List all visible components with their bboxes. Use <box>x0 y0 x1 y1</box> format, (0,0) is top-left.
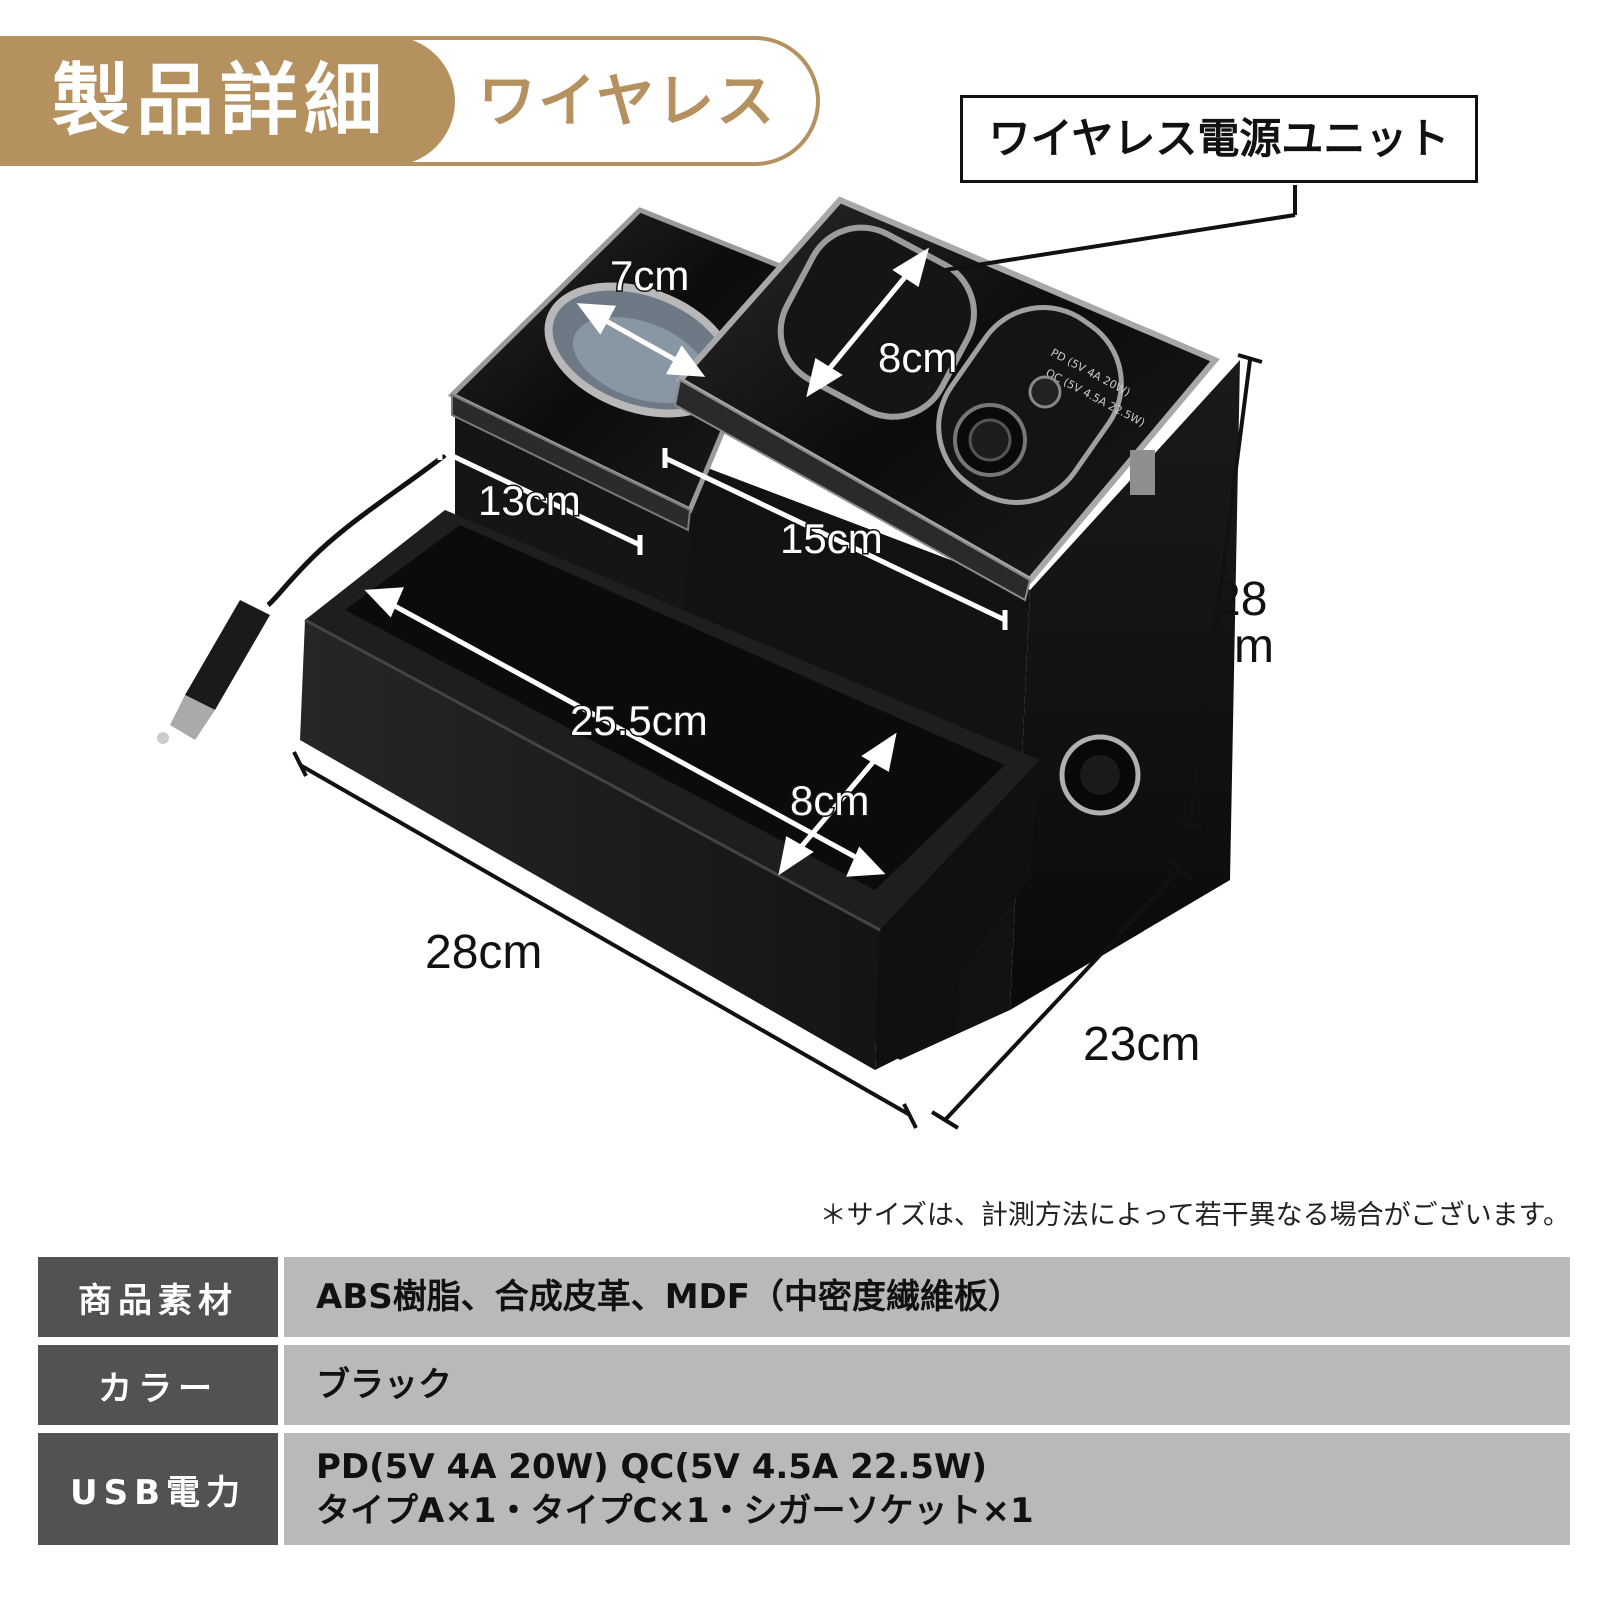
spec-label: カラー <box>38 1345 278 1425</box>
wireless-unit-callout: ワイヤレス電源ユニット <box>960 95 1478 183</box>
dim-tray-depth: 8cm <box>790 777 869 824</box>
dim-wireless-pad: 8cm <box>878 334 957 381</box>
dim-height-unit: cm <box>1210 620 1274 673</box>
spec-value: PD(5V 4A 20W) QC(5V 4.5A 22.5W) タイプA×1・タ… <box>284 1433 1570 1545</box>
dimension-arrows <box>364 247 1008 877</box>
tray-front-wall <box>300 620 880 1070</box>
dim-right-top-width: 15cm <box>780 515 883 562</box>
spec-row-color: カラー ブラック <box>38 1345 1570 1425</box>
spec-value-line: PD(5V 4A 20W) QC(5V 4.5A 22.5W) <box>316 1447 988 1487</box>
dim-total-width: 28cm <box>425 926 542 979</box>
header-title-tab <box>0 36 455 166</box>
spec-label: USB電力 <box>38 1433 278 1545</box>
spec-row-material: 商品素材 ABS樹脂、合成皮革、MDF（中密度繊維板） <box>38 1257 1570 1337</box>
dim-height-value: 28 <box>1214 573 1267 626</box>
page-title: 製品詳細 <box>52 56 389 146</box>
page-subtitle: ワイヤレス <box>478 67 777 135</box>
spec-value: ABS樹脂、合成皮革、MDF（中密度繊維板） <box>284 1257 1570 1337</box>
outer-dimensions <box>292 185 1297 1130</box>
header-subtitle-tab <box>390 36 820 166</box>
box-side <box>1010 360 1240 1010</box>
product-illustration: PD (5V 4A 20W) QC (5V 4.5A 22.5W) <box>157 185 1297 1130</box>
spec-value-line: ABS樹脂、合成皮革、MDF（中密度繊維板） <box>316 1277 1022 1317</box>
power-button <box>1028 375 1062 409</box>
spec-row-usb: USB電力 PD(5V 4A 20W) QC(5V 4.5A 22.5W) タイ… <box>38 1433 1570 1545</box>
spec-value: ブラック <box>284 1345 1570 1425</box>
dim-total-depth: 23cm <box>1083 1018 1200 1071</box>
spec-value-line: タイプA×1・タイプC×1・シガーソケット×1 <box>316 1491 1034 1531</box>
cigar-plug <box>157 600 270 744</box>
dim-left-top-width: 13cm <box>478 477 581 524</box>
size-note: ＊サイズは、計測方法によって若干異なる場合がございます。 <box>819 1200 1570 1231</box>
spec-value-line: ブラック <box>316 1365 452 1405</box>
dim-tray-length: 25.5cm <box>570 697 708 744</box>
dim-cup-holder: 7cm <box>610 252 689 299</box>
side-latch <box>1130 450 1155 495</box>
spec-label: 商品素材 <box>38 1257 278 1337</box>
power-cable <box>266 453 447 608</box>
tray-side-wall <box>875 760 1040 1070</box>
